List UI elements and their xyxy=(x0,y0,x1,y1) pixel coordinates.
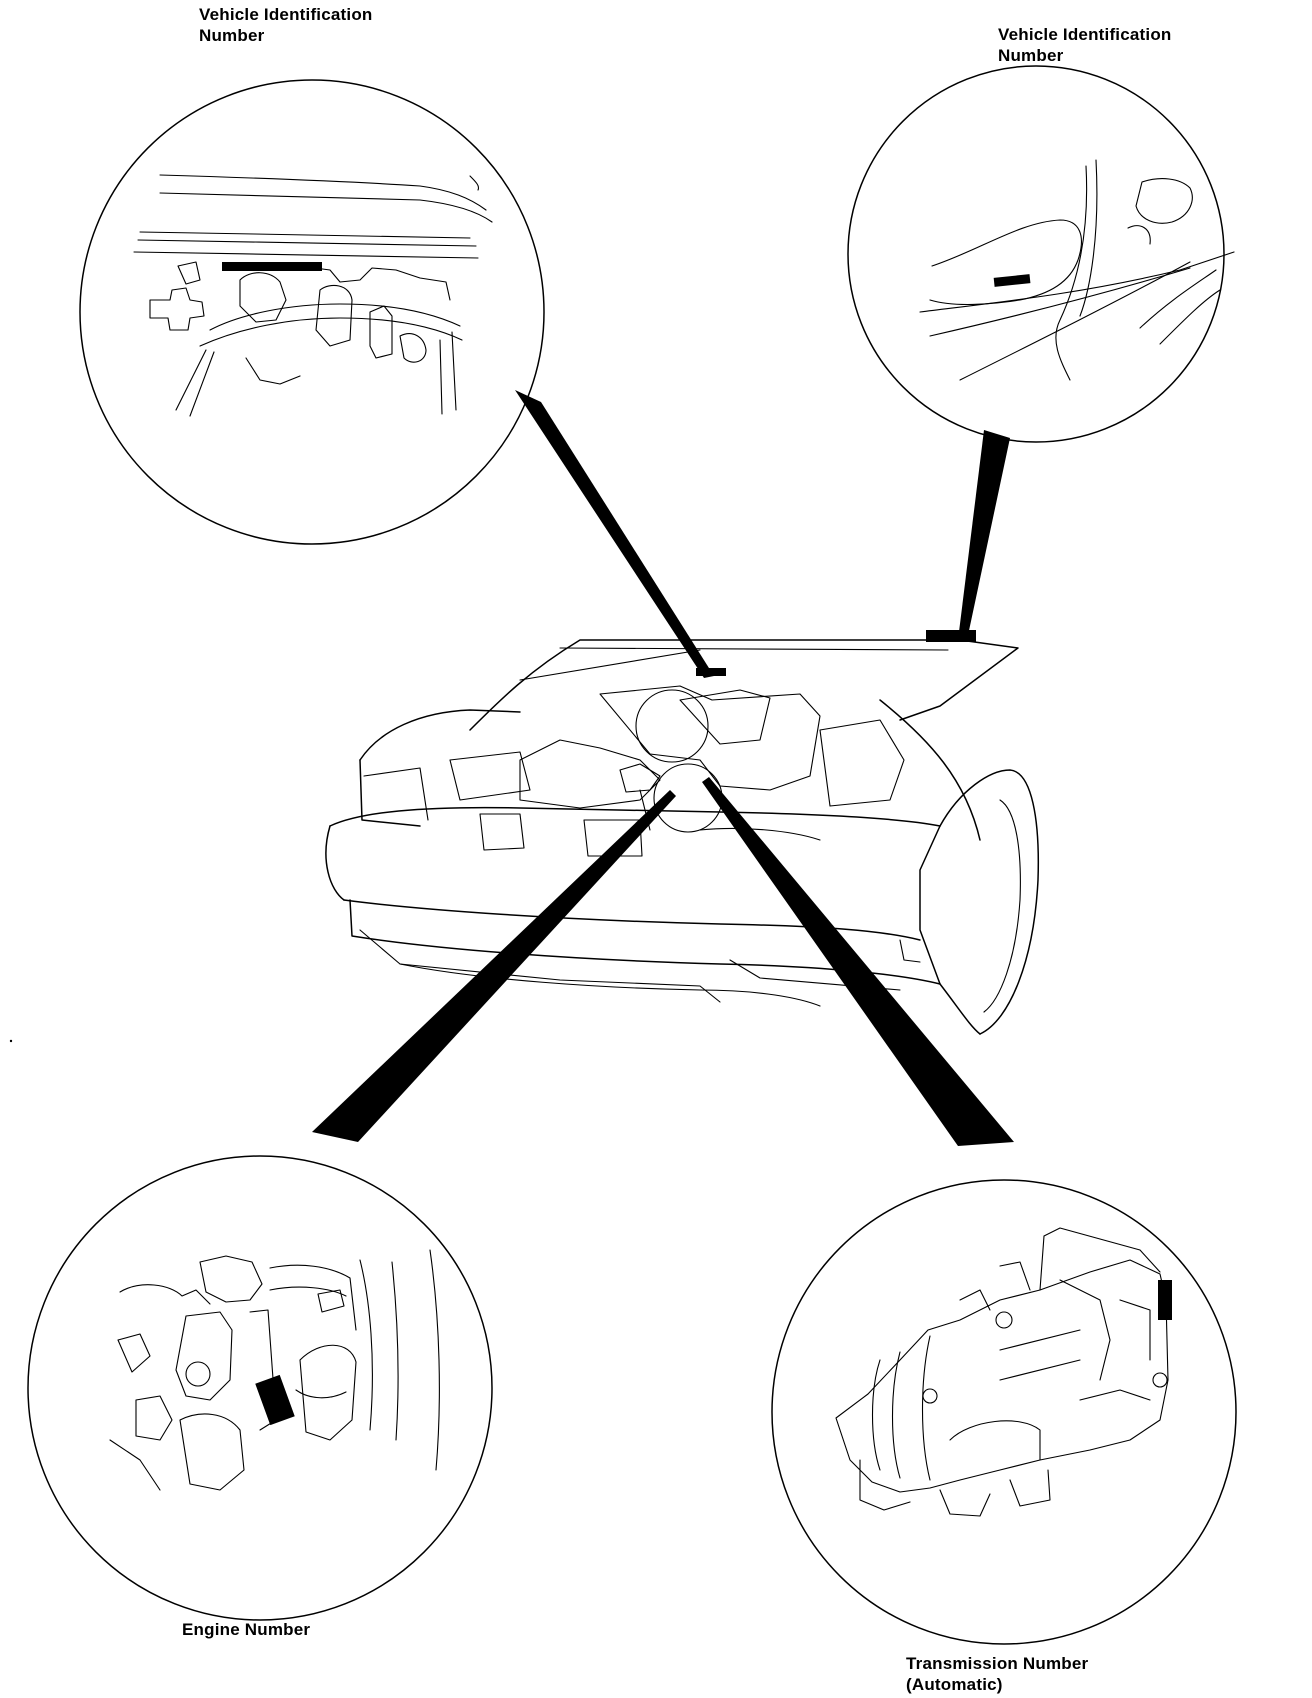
label-transmission-number-line1: Transmission Number xyxy=(906,1654,1089,1673)
leader-wedges xyxy=(312,390,1014,1146)
detail-circle-vin-dashboard xyxy=(79,79,545,545)
label-transmission-number: Transmission Number (Automatic) xyxy=(906,1653,1088,1695)
label-vin-windshield: Vehicle Identification Number xyxy=(998,24,1172,66)
print-speck xyxy=(9,1039,13,1043)
windshield-vin-marker xyxy=(926,630,976,642)
label-vin-windshield-line1: Vehicle Identification xyxy=(998,25,1172,44)
label-vin-windshield-line2: Number xyxy=(998,46,1064,65)
leader-vin-top-left xyxy=(515,390,714,678)
label-engine-number: Engine Number xyxy=(182,1619,310,1640)
detail-circle-engine-number xyxy=(27,1155,493,1621)
detail-circle-vin-windshield xyxy=(847,65,1235,443)
label-engine-number-line1: Engine Number xyxy=(182,1620,311,1639)
leader-vin-top-right xyxy=(958,430,1010,640)
label-vin-dashboard: Vehicle Identification Number xyxy=(199,4,373,46)
vin-plate-marker xyxy=(696,668,726,676)
label-vin-dashboard-line1: Vehicle Identification xyxy=(199,5,373,24)
label-vin-dashboard-line2: Number xyxy=(199,26,265,45)
detail-circle-transmission-number xyxy=(771,1179,1237,1645)
leader-transmission xyxy=(702,777,1014,1146)
label-transmission-number-line2: (Automatic) xyxy=(906,1675,1003,1694)
leader-engine xyxy=(312,790,676,1142)
vehicle-front-illustration xyxy=(325,630,1040,1035)
